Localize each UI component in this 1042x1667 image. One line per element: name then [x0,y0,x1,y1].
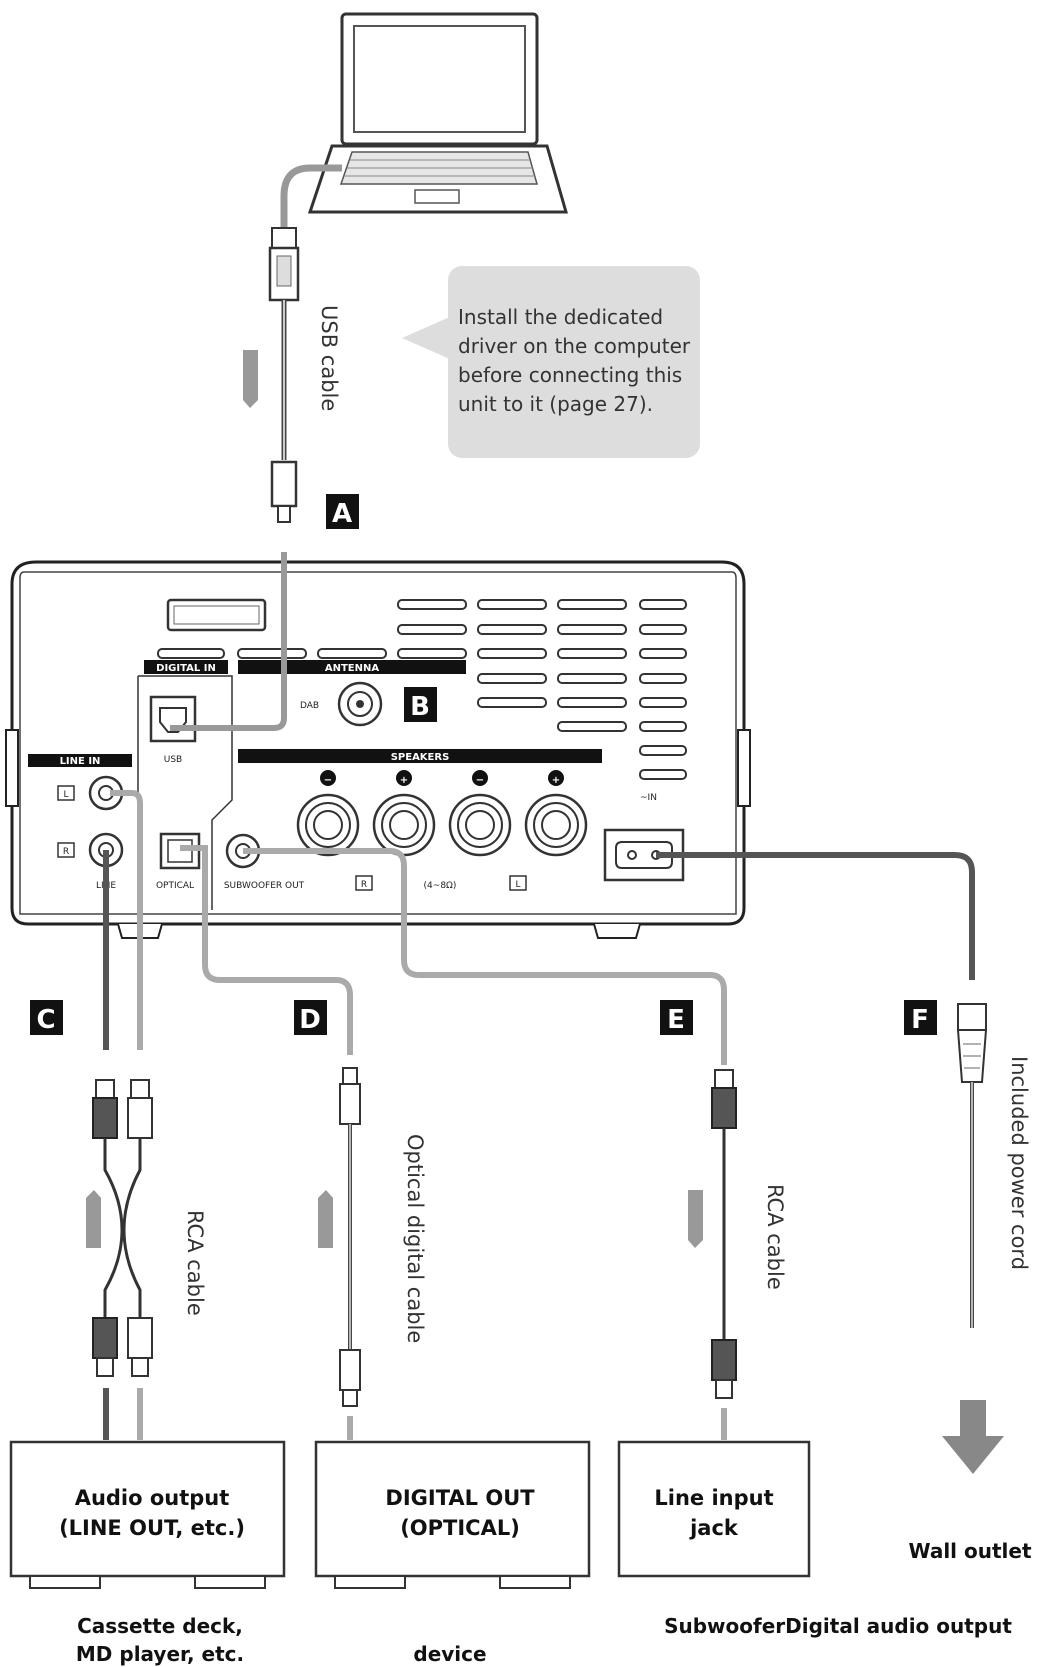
rca-left-cable-white [110,790,143,1050]
up-arrow-icon-left [86,1190,101,1248]
speakers-label: SPEAKERS [391,752,450,763]
speaker-l-label: L [515,880,520,890]
usb-plug-top [268,227,300,302]
svg-text:−: − [324,775,332,786]
svg-text:+: + [552,775,560,786]
svg-text:+: + [400,775,408,786]
optical-cable-label: Optical digital cable [403,1134,427,1343]
line-input-line-2: jack [689,1516,739,1540]
usb-plug-bottom [270,460,298,523]
dab-label: DAB [300,701,319,711]
cassette-caption-line-2: MD player, etc. [76,1642,244,1666]
usb-port [149,695,197,743]
up-arrow-icon-middle [318,1190,333,1248]
svg-text:D: D [299,1005,321,1035]
unit-rear-panel: DIGITAL IN ANTENNA USB DAB B SPEAKERS − … [5,560,751,939]
driver-callout: Install the dedicated driver on the comp… [402,266,700,458]
down-arrow-icon [243,350,258,408]
line-input-line-1: Line input [654,1486,773,1510]
svg-text:E: E [667,1005,685,1035]
marker-e: E [660,1000,693,1035]
laptop-icon [307,12,568,214]
marker-b: B [404,687,437,722]
impedance-label: (4~8Ω) [424,881,457,891]
optical-digital-cable [339,1067,361,1407]
antenna-port [337,681,383,727]
wall-outlet-caption: Wall outlet [908,1539,1031,1563]
line-in-l-label: L [63,790,68,800]
callout-line-1: Install the dedicated [458,305,663,329]
rca-cable-right-label: RCA cable [763,1184,787,1290]
digital-out-line-2: (OPTICAL) [400,1516,520,1540]
audio-output-line-2: (LINE OUT, etc.) [59,1516,245,1540]
rca-cable-right [711,1069,737,1399]
optical-port-label: OPTICAL [156,881,194,891]
marker-a: A [326,494,359,529]
optical-cable [180,845,353,1055]
digital-out-device: DIGITAL OUT (OPTICAL) [314,1440,591,1589]
usb-port-label: USB [164,755,182,765]
power-cord-label: Included power cord [1007,1056,1031,1270]
speaker-terminals: − + − + [296,770,588,857]
line-in-label: LINE IN [60,756,101,767]
down-arrow-icon-right [688,1190,703,1248]
svg-text:A: A [332,499,352,529]
marker-d: D [294,1000,327,1035]
rca-cable-left-label: RCA cable [183,1210,207,1316]
wall-outlet-arrow-icon [942,1400,1004,1474]
subwoofer-cable [243,848,727,1065]
marker-c: C [30,1000,63,1035]
device-caption: device [413,1642,486,1666]
ventilation-slots [157,599,687,780]
power-cable [656,852,975,980]
callout-line-3: before connecting this [458,363,682,387]
usb-cable-label: USB cable [317,305,341,411]
usb-cable [280,164,342,228]
ac-in-label: ~IN [640,793,657,803]
line-input-device: Line input jack [617,1440,811,1578]
cassette-caption-line-1: Cassette deck, [77,1614,243,1638]
callout-line-4: unit to it (page 27). [458,392,653,416]
svg-text:B: B [410,692,430,722]
audio-output-device: Audio output (LINE OUT, etc.) [9,1440,286,1589]
rca-cable-left [92,1079,153,1377]
antenna-label: ANTENNA [325,663,379,674]
svg-text:C: C [36,1005,55,1035]
marker-f: F [904,1000,937,1035]
subwoofer-out-label: SUBWOOFER OUT [224,881,305,891]
power-cord [956,1003,988,1328]
speaker-r-label: R [361,880,367,890]
subwoofer-caption: SubwooferDigital audio output [664,1614,1012,1638]
svg-text:F: F [911,1005,929,1035]
digital-out-line-1: DIGITAL OUT [385,1486,535,1510]
line-in-r-label: R [63,847,69,857]
digital-in-label: DIGITAL IN [156,663,216,674]
audio-output-line-1: Audio output [75,1486,230,1510]
svg-text:−: − [476,775,484,786]
usb-cable-to-port [170,552,287,731]
callout-line-2: driver on the computer [458,334,691,358]
